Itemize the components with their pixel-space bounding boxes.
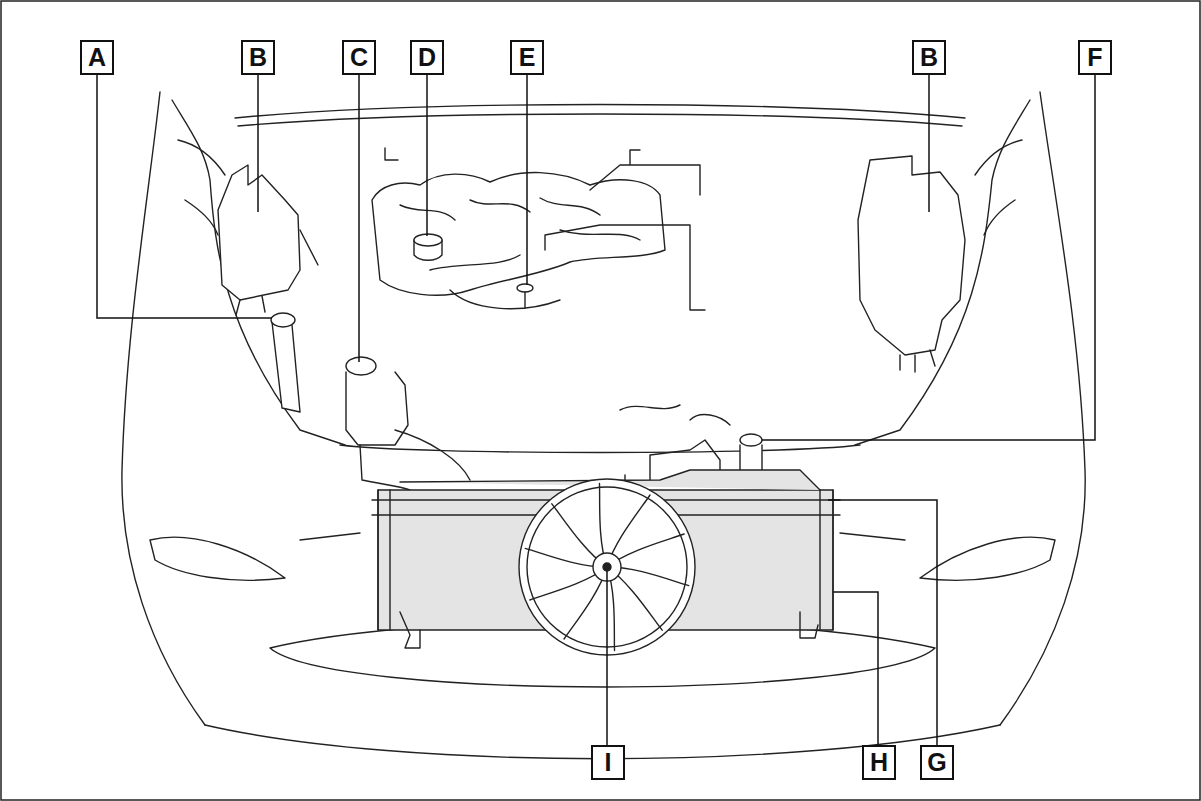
- callout-letter: E: [519, 45, 536, 70]
- leader-line: [526, 75, 528, 285]
- callout-letter: B: [920, 45, 938, 70]
- leader-line: [833, 592, 878, 745]
- callout-box: C: [342, 40, 376, 75]
- right-fender: [1000, 92, 1085, 725]
- callout-box: E: [510, 40, 544, 75]
- callout-box: A: [80, 40, 114, 75]
- engine-pipe: [590, 150, 700, 195]
- fan-blade: [607, 509, 684, 593]
- left-headlight: [150, 537, 285, 580]
- leader-line: [358, 75, 360, 362]
- hood-latch: [385, 148, 398, 160]
- callout-box: G: [920, 745, 954, 780]
- engine-block: [372, 173, 665, 296]
- leader-line: [828, 500, 937, 745]
- callout-letter: C: [350, 45, 368, 70]
- hood-edge: [238, 114, 962, 126]
- leader-line: [762, 75, 1095, 440]
- reservoir-hose: [236, 230, 318, 315]
- callout-box: B: [912, 40, 946, 75]
- callout-box: H: [862, 745, 896, 780]
- engine-detail: [400, 198, 640, 270]
- callout-box: I: [591, 745, 625, 780]
- fuse-box-wire: [900, 350, 935, 372]
- coolant-cap: [346, 357, 376, 375]
- coolant-reservoir: [346, 372, 408, 445]
- radiator-support: [340, 445, 860, 453]
- oil-filler-cap: [414, 234, 442, 246]
- radiator-cap: [740, 434, 762, 446]
- callout-box: B: [241, 40, 275, 75]
- fan-blade: [530, 542, 607, 626]
- dipstick: [517, 284, 533, 292]
- leader-line: [97, 75, 272, 318]
- leader-line: [426, 75, 428, 236]
- hood-edge: [235, 105, 965, 119]
- dipstick: [524, 292, 525, 308]
- callout-letter: G: [927, 750, 946, 775]
- fan-hub-center: [603, 563, 611, 571]
- fluid-cap: [271, 313, 295, 327]
- washer-reservoir: [218, 165, 300, 300]
- right-headlight: [920, 537, 1055, 580]
- callout-letter: A: [88, 45, 106, 70]
- callout-box: F: [1078, 40, 1112, 75]
- callout-letter: B: [249, 45, 267, 70]
- engine-pipe: [545, 225, 705, 310]
- callout-letter: F: [1087, 45, 1102, 70]
- leader-line: [928, 75, 930, 212]
- leader-line: [606, 571, 608, 745]
- engine-detail: [450, 290, 560, 309]
- leader-line: [257, 75, 259, 212]
- fuse-box: [858, 156, 965, 355]
- callout-letter: I: [605, 750, 612, 775]
- left-fender: [122, 92, 205, 725]
- callout-box: D: [410, 40, 444, 75]
- callout-letter: D: [418, 45, 436, 70]
- fluid-tube: [272, 322, 300, 412]
- right-strut-panel: [855, 100, 1030, 445]
- callout-letter: H: [870, 750, 888, 775]
- engine-detail: [620, 405, 730, 425]
